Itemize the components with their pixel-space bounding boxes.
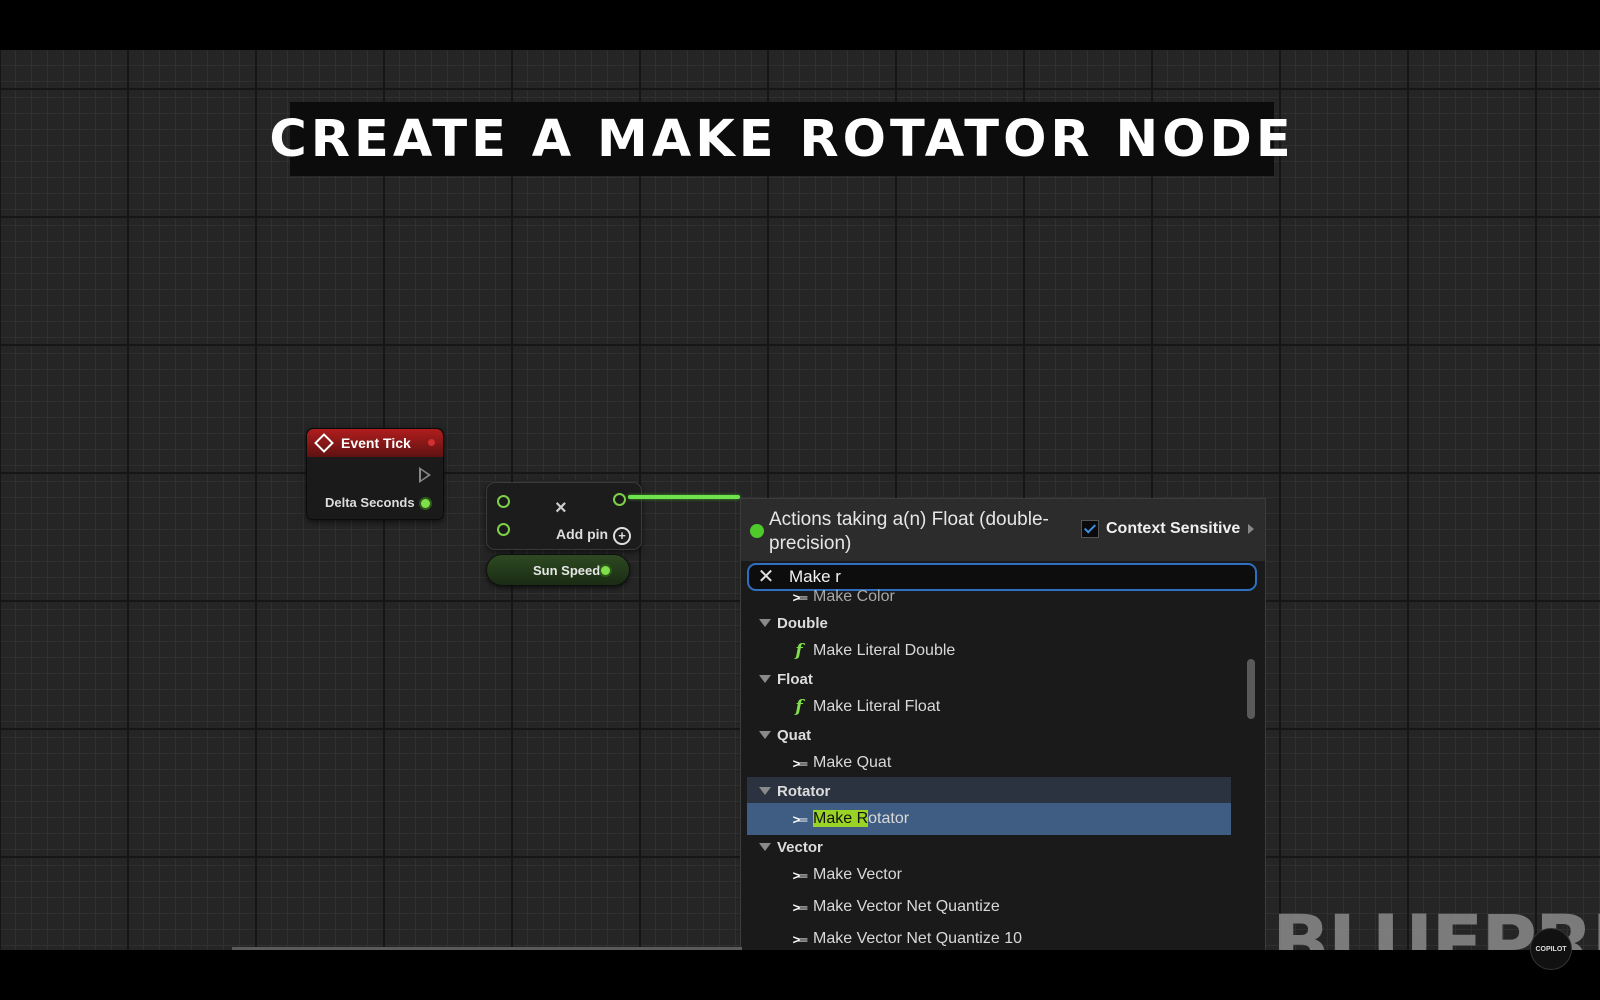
- category-label: Rotator: [777, 782, 831, 800]
- event-tick-header: Event Tick: [307, 429, 443, 457]
- clear-search-icon[interactable]: ✕: [757, 566, 775, 588]
- list-item-label: Make Literal Double: [813, 642, 956, 659]
- chevron-right-icon[interactable]: [1248, 524, 1255, 534]
- sun-speed-variable-node[interactable]: Sun Speed: [486, 554, 630, 586]
- function-icon: f: [795, 697, 803, 717]
- event-icon: [314, 433, 334, 453]
- list-item-make-rotator[interactable]: >═ Make Rotator: [747, 803, 1231, 835]
- search-match-highlight: Make R: [813, 810, 869, 827]
- add-input-pin-b[interactable]: [497, 523, 510, 536]
- list-item[interactable]: >═ Make Quat: [747, 749, 1231, 777]
- list-item-label: Make Color: [813, 588, 895, 605]
- blueprint-graph[interactable]: CREATE A MAKE ROTATOR NODE Event Tick De…: [0, 50, 1600, 950]
- make-struct-icon: >═: [792, 755, 808, 771]
- function-icon: f: [795, 641, 803, 661]
- list-item-label: Make Vector Net Quantize 10: [813, 930, 1022, 947]
- expand-triangle-icon[interactable]: [759, 675, 771, 683]
- expand-triangle-icon[interactable]: [759, 731, 771, 739]
- list-item-label-rest: otator: [868, 810, 910, 827]
- expand-triangle-icon[interactable]: [759, 619, 771, 627]
- make-struct-icon: >═: [792, 589, 808, 605]
- list-item-label: Make Vector Net Quantize: [813, 898, 1000, 915]
- context-sensitive-label: Context Sensitive: [1106, 520, 1241, 537]
- list-item[interactable]: >═ Make Vector Net Quantize: [747, 893, 1231, 921]
- tutorial-title-banner: CREATE A MAKE ROTATOR NODE: [269, 102, 1291, 176]
- search-input[interactable]: [789, 567, 1229, 587]
- category-vector[interactable]: Vector: [747, 833, 1231, 861]
- context-sensitive-toggle[interactable]: Context Sensitive: [1081, 520, 1255, 538]
- video-progress-bar[interactable]: [232, 947, 742, 950]
- add-operator-icon: ×: [555, 497, 567, 519]
- plus-icon[interactable]: +: [613, 527, 631, 545]
- make-struct-icon: >═: [792, 899, 808, 915]
- list-item-label: Make Rotator: [813, 810, 909, 828]
- context-sensitive-checkbox[interactable]: [1081, 520, 1099, 538]
- category-label: Vector: [777, 838, 823, 856]
- list-item[interactable]: f Make Literal Float: [747, 693, 1231, 721]
- category-double[interactable]: Double: [747, 609, 1231, 637]
- float-pin-icon: [750, 524, 764, 538]
- delta-seconds-label: Delta Seconds: [325, 495, 415, 510]
- list-item[interactable]: >═ Make Color: [747, 583, 1231, 611]
- category-float[interactable]: Float: [747, 665, 1231, 693]
- add-input-pin-a[interactable]: [497, 495, 510, 508]
- category-label: Float: [777, 670, 813, 688]
- add-pin-button[interactable]: Add pin: [556, 526, 609, 542]
- exec-output-pin[interactable]: [419, 467, 431, 483]
- search-box[interactable]: ✕: [747, 563, 1257, 591]
- list-item-label: Make Quat: [813, 754, 892, 771]
- list-item[interactable]: >═ Make Vector: [747, 861, 1231, 889]
- list-item-label: Make Literal Float: [813, 698, 941, 715]
- dragged-wire: [628, 495, 740, 499]
- list-item[interactable]: f Make Literal Double: [747, 637, 1231, 665]
- list-item[interactable]: >═ Make Vector Net Quantize 10: [747, 925, 1231, 950]
- category-label: Quat: [777, 726, 812, 744]
- action-menu[interactable]: Actions taking a(n) Float (double-precis…: [740, 498, 1266, 950]
- add-node[interactable]: × Add pin +: [486, 482, 642, 550]
- make-struct-icon: >═: [792, 811, 808, 827]
- event-tick-node[interactable]: Event Tick Delta Seconds: [306, 428, 444, 520]
- category-rotator[interactable]: Rotator: [747, 777, 1231, 805]
- delta-seconds-pin[interactable]: [419, 497, 432, 510]
- expand-triangle-icon[interactable]: [759, 787, 771, 795]
- make-struct-icon: >═: [792, 931, 808, 947]
- action-menu-header: Actions taking a(n) Float (double-precis…: [741, 499, 1265, 561]
- event-tick-title: Event Tick: [341, 435, 411, 451]
- expand-triangle-icon[interactable]: [759, 843, 771, 851]
- scrollbar-thumb[interactable]: [1247, 659, 1255, 719]
- make-struct-icon: >═: [792, 867, 808, 883]
- add-output-pin[interactable]: [613, 493, 626, 506]
- category-quat[interactable]: Quat: [747, 721, 1231, 749]
- list-item-label: Make Vector: [813, 866, 902, 883]
- copilot-logo: COPILOT: [1530, 928, 1572, 970]
- sun-speed-output-pin[interactable]: [599, 564, 612, 577]
- action-menu-title: Actions taking a(n) Float (double-precis…: [769, 509, 1049, 554]
- delegate-pin[interactable]: [428, 439, 435, 446]
- sun-speed-label: Sun Speed: [533, 562, 601, 578]
- category-label: Double: [777, 614, 828, 632]
